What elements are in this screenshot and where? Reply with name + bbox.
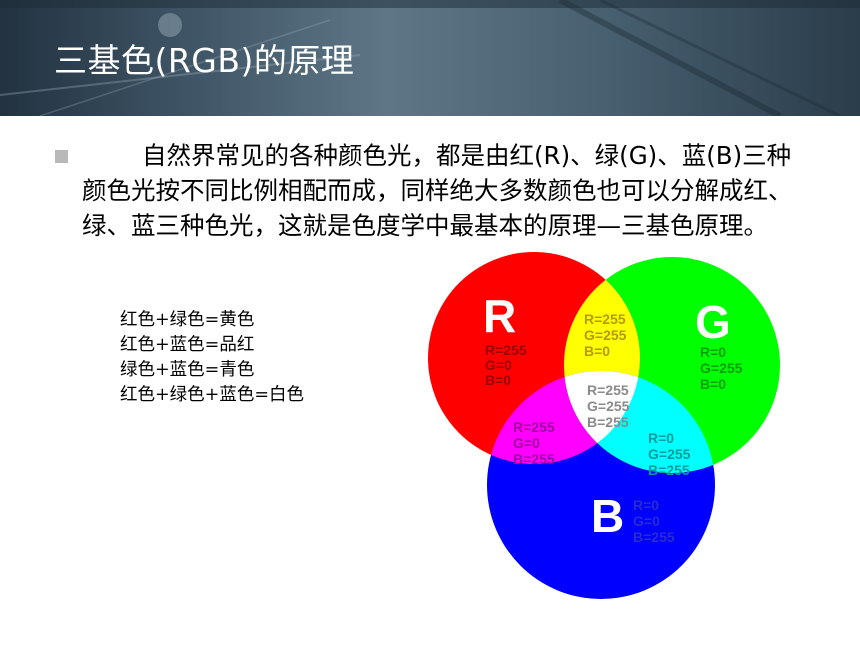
- cyan-value-g: G=255: [648, 446, 691, 462]
- white-value-b: B=255: [587, 414, 629, 430]
- cyan-value-b: B=255: [648, 462, 690, 478]
- green-value-b: B=0: [700, 376, 726, 392]
- white-value-r: R=255: [587, 382, 629, 398]
- green-value-r: R=0: [700, 344, 726, 360]
- mix-item: 红色+蓝色=品红: [120, 335, 255, 355]
- green-letter: G: [695, 296, 731, 348]
- magenta-value-g: G=0: [513, 435, 540, 451]
- yellow-value-b: B=0: [584, 343, 610, 359]
- blue-letter: B: [591, 490, 624, 542]
- page-title: 三基色(RGB)的原理: [54, 41, 355, 80]
- cyan-value-r: R=0: [648, 430, 674, 446]
- rgb-venn-diagram: R G B R=255 G=0 B=0 R=255 G=255 B=0 R=0 …: [428, 252, 780, 599]
- magenta-overlap: [487, 371, 640, 464]
- red-value-b: B=0: [485, 372, 511, 388]
- magenta-value-b: B=255: [513, 451, 555, 467]
- yellow-value-r: R=255: [584, 311, 626, 327]
- header-background-image: [0, 0, 860, 116]
- color-mix-list: 红色+绿色=黄色 红色+蓝色=品红 绿色+蓝色=青色 红色+绿色+蓝色=白色: [120, 308, 304, 408]
- red-letter: R: [483, 290, 516, 342]
- bullet-square-icon: [55, 150, 68, 163]
- red-value-r: R=255: [485, 342, 527, 358]
- red-value-g: G=0: [485, 357, 512, 373]
- slide-header: 三基色(RGB)的原理: [0, 0, 860, 116]
- blue-value-r: R=0: [633, 497, 659, 513]
- green-value-g: G=255: [700, 360, 743, 376]
- mix-item: 红色+绿色+蓝色=白色: [120, 385, 304, 405]
- white-value-g: G=255: [587, 398, 630, 414]
- mix-item: 红色+绿色=黄色: [120, 310, 255, 330]
- body-paragraph: 自然界常见的各种颜色光，都是由红(R)、绿(G)、蓝(B)三种颜色光按不同比例相…: [82, 141, 793, 240]
- blue-value-b: B=255: [633, 529, 675, 545]
- mix-item: 绿色+蓝色=青色: [120, 360, 255, 380]
- cyan-overlap: [564, 371, 715, 473]
- magenta-value-r: R=255: [513, 419, 555, 435]
- yellow-value-g: G=255: [584, 327, 627, 343]
- blue-value-g: G=0: [633, 513, 660, 529]
